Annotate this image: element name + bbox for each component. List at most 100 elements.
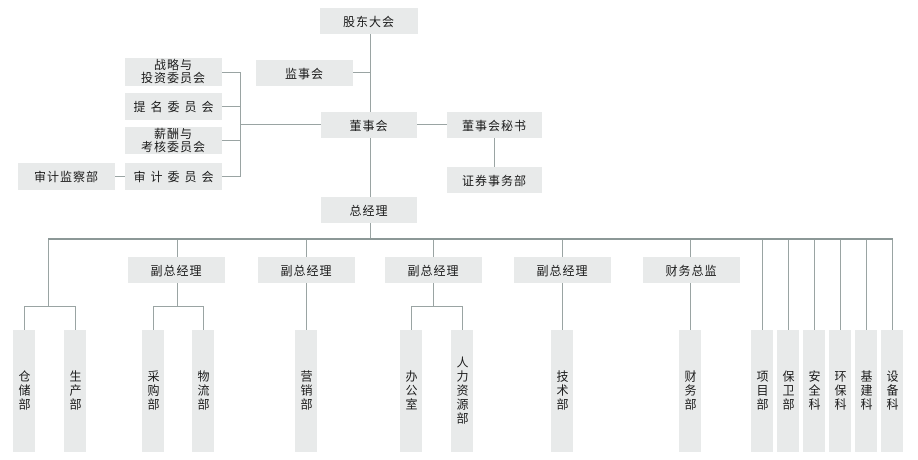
node-board-of-directors: 董事会 (321, 112, 417, 138)
node-label: 基建科 (859, 370, 873, 412)
connector-line (690, 283, 691, 330)
node-strategy-investment-committee: 战略与投资委员会 (125, 58, 222, 86)
node-label: 总经理 (349, 203, 389, 218)
connector-line (411, 306, 463, 307)
node-production-dept: 生产部 (64, 330, 86, 452)
connector-line (690, 240, 691, 257)
connector-line (814, 240, 815, 330)
node-label: 投资委员会 (140, 71, 206, 85)
node-equipment-section: 设备科 (881, 330, 903, 452)
connector-line (221, 72, 240, 73)
node-label: 安全科 (807, 370, 821, 412)
node-security-dept: 保卫部 (777, 330, 799, 452)
node-label: 环保科 (833, 370, 847, 412)
connector-line (462, 306, 463, 330)
connector-line (115, 176, 125, 177)
node-label: 审计监察部 (33, 170, 99, 184)
connector-line (417, 124, 447, 125)
connector-line (433, 240, 434, 257)
connector-line (306, 240, 307, 257)
node-logistics-dept: 物流部 (192, 330, 214, 452)
connector-line (866, 240, 867, 330)
connector-line (221, 106, 240, 107)
node-deputy-general-manager-3: 副总经理 (385, 257, 482, 283)
connector-line (75, 306, 76, 330)
node-label: 办公室 (404, 370, 418, 412)
node-deputy-general-manager-1: 副总经理 (128, 257, 225, 283)
connector-line (840, 240, 841, 330)
node-label: 战略与 (153, 58, 193, 72)
node-marketing-dept: 营销部 (295, 330, 317, 452)
node-label: 营销部 (299, 370, 313, 412)
node-label: 技术部 (555, 370, 569, 412)
node-label: 提名委员会 (133, 100, 219, 114)
connector-line (221, 176, 240, 177)
connector-line (411, 306, 412, 330)
node-safety-section: 安全科 (803, 330, 825, 452)
node-label: 副总经理 (536, 263, 589, 278)
node-label: 考核委员会 (140, 139, 206, 154)
connector-line (370, 138, 371, 197)
connector-line (788, 240, 789, 330)
node-label: 人力资源部 (455, 356, 469, 426)
node-deputy-general-manager-4: 副总经理 (514, 257, 611, 283)
node-label: 设备科 (885, 370, 899, 412)
connector-line (562, 240, 563, 257)
node-warehouse-dept: 仓储部 (13, 330, 35, 452)
node-label: 副总经理 (407, 263, 460, 278)
connector-line (221, 140, 240, 141)
connector-line (177, 240, 178, 257)
node-label: 保卫部 (781, 370, 795, 412)
connector-line (494, 138, 495, 167)
connector-line (562, 283, 563, 330)
node-label: 薪酬与 (153, 126, 193, 141)
node-shareholders-meeting: 股东大会 (320, 8, 418, 34)
node-label: 物流部 (196, 370, 210, 412)
node-label: 董事会秘书 (461, 118, 527, 133)
connector-line (370, 34, 371, 112)
connector-line (24, 306, 76, 307)
node-label: 监事会 (284, 66, 324, 81)
node-office: 办公室 (400, 330, 422, 452)
connector-line (177, 283, 178, 306)
connector-line (892, 240, 893, 330)
node-label: 股东大会 (342, 14, 395, 29)
node-label: 审计委员会 (133, 170, 219, 184)
node-label: 副总经理 (150, 263, 203, 278)
connector-line (353, 72, 370, 73)
node-label: 财务部 (683, 370, 697, 412)
node-label: 仓储部 (17, 370, 31, 412)
connector-line (306, 283, 307, 330)
node-board-secretary: 董事会秘书 (447, 112, 542, 138)
node-audit-committee: 审计委员会 (125, 163, 222, 190)
connector-line (203, 306, 204, 330)
node-human-resources-dept: 人力资源部 (451, 330, 473, 452)
connector-line (153, 306, 154, 330)
node-general-manager: 总经理 (321, 197, 417, 223)
node-label: 项目部 (755, 370, 769, 412)
connector-line (153, 306, 204, 307)
node-technology-dept: 技术部 (551, 330, 573, 452)
node-securities-affairs-dept: 证券事务部 (447, 167, 542, 193)
node-supervisory-board: 监事会 (256, 60, 353, 86)
connector-line (370, 223, 371, 238)
node-label: 董事会 (349, 118, 389, 133)
node-project-dept: 项目部 (751, 330, 773, 452)
node-label: 采购部 (146, 370, 160, 412)
node-label: 财务总监 (665, 263, 718, 278)
node-finance-director: 财务总监 (643, 257, 740, 283)
connector-line (48, 240, 49, 306)
node-purchasing-dept: 采购部 (142, 330, 164, 452)
node-environment-section: 环保科 (829, 330, 851, 452)
node-finance-dept: 财务部 (679, 330, 701, 452)
connector-line (24, 306, 25, 330)
connector-line (433, 283, 434, 306)
connector-line (240, 124, 321, 125)
node-remuneration-appraisal-committee: 薪酬与考核委员会 (125, 127, 222, 154)
node-infrastructure-section: 基建科 (855, 330, 877, 452)
node-label: 生产部 (68, 370, 82, 412)
node-audit-supervision-dept: 审计监察部 (18, 163, 115, 190)
node-label: 证券事务部 (461, 173, 527, 188)
node-label: 副总经理 (280, 263, 333, 278)
